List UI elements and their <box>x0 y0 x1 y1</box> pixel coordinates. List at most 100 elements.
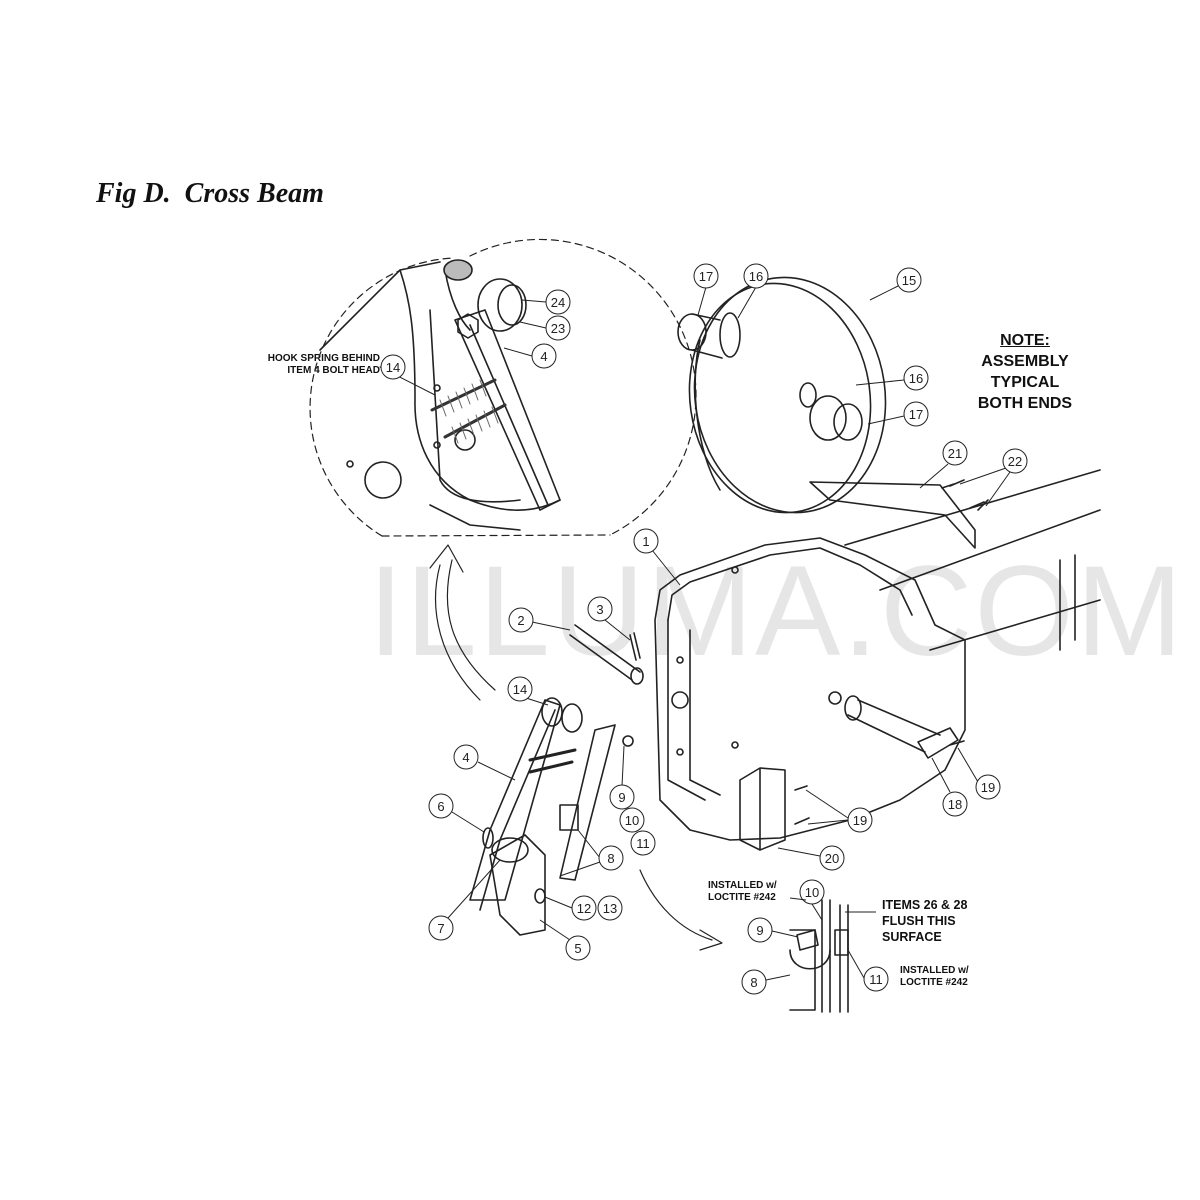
callout-11b: 11 <box>847 949 889 992</box>
detail-b-arrow-head <box>699 929 723 951</box>
note-heading: NOTE: <box>1000 332 1050 349</box>
callout-label: 13 <box>603 901 617 916</box>
callout-9b: 9 <box>747 917 799 943</box>
callout-16b: 16 <box>855 365 929 391</box>
callout-label: 22 <box>1008 454 1022 469</box>
callout-label: 6 <box>437 799 444 814</box>
label-line: LOCTITE #242 <box>900 976 968 988</box>
bolt-19 <box>949 740 965 746</box>
bolt-22 <box>941 479 965 489</box>
detail-arm-edge <box>469 324 549 506</box>
callout-label: 5 <box>574 941 581 956</box>
callout-label: 2 <box>517 613 524 628</box>
callout-label: 14 <box>386 360 400 375</box>
shaft-clamp-18 <box>917 727 959 759</box>
detail-plate <box>319 261 561 531</box>
callout-3: 3 <box>587 596 631 641</box>
pin-2 <box>569 624 641 681</box>
callout-label: 17 <box>909 407 923 422</box>
label-line: FLUSH THIS <box>882 914 956 928</box>
leader <box>789 897 807 901</box>
detail-circle-cut <box>381 534 611 537</box>
callout-22: 22 <box>959 448 1028 507</box>
callout-label: 12 <box>577 901 591 916</box>
callout-4a: 4 <box>503 343 557 369</box>
callout-label: 1 <box>642 534 649 549</box>
callout-14a: 14 <box>380 354 406 380</box>
detail-spring-coils <box>439 379 499 444</box>
callout-8a: 8 <box>559 829 624 877</box>
callout-label: 19 <box>853 813 867 828</box>
callout-7: 7 <box>428 859 501 941</box>
callout-label: 4 <box>540 349 547 364</box>
callout-label: 14 <box>513 682 527 697</box>
callouts: 17 16 15 16 17 24 23 4 14 21 22 1 2 3 14… <box>380 263 1028 995</box>
lever-assembly <box>469 697 634 936</box>
callout-label: 17 <box>699 269 713 284</box>
callout-1: 1 <box>633 528 681 586</box>
detail-hole-small <box>433 384 441 392</box>
callout-18: 18 <box>931 757 968 817</box>
callout-label: 18 <box>948 797 962 812</box>
callout-4b: 4 <box>453 744 516 781</box>
callout-label: 8 <box>607 851 614 866</box>
callout-14b: 14 <box>507 676 549 706</box>
watermark: ILLUMA.COM <box>368 540 1185 683</box>
installed-loctite-label-top: INSTALLED w/ LOCTITE #242 <box>708 880 803 903</box>
callout-label: 4 <box>462 750 469 765</box>
callout-12: 12 <box>544 895 597 921</box>
detail-hole-small <box>433 441 441 449</box>
callout-2: 2 <box>508 607 571 633</box>
callout-label: 10 <box>805 885 819 900</box>
callout-label: 20 <box>825 851 839 866</box>
shaft-end <box>844 695 862 721</box>
detail-bolt-head <box>457 313 479 339</box>
assembly-note: NOTE: ASSEMBLY TYPICAL BOTH ENDS <box>960 330 1090 414</box>
callout-label: 11 <box>636 836 650 851</box>
callout-label: 23 <box>551 321 565 336</box>
detail-b <box>789 899 849 1013</box>
callout-label: 24 <box>551 295 565 310</box>
detail-hole <box>364 461 402 499</box>
detail-circle-outline <box>309 238 697 537</box>
callout-label: 7 <box>437 921 444 936</box>
callout-label: 8 <box>750 975 757 990</box>
installed-loctite-label-bottom: INSTALLED w/ LOCTITE #242 <box>900 965 1000 988</box>
detail-arrow-head <box>429 544 464 573</box>
label-line: ITEMS 26 & 28 <box>882 898 968 912</box>
callout-17a: 17 <box>693 263 719 316</box>
callout-6: 6 <box>428 793 485 833</box>
callout-13: 13 <box>597 895 623 921</box>
detail-hole <box>454 429 476 451</box>
callout-23: 23 <box>519 315 571 341</box>
callout-24: 24 <box>521 289 571 315</box>
items-flush-label: ITEMS 26 & 28 FLUSH THIS SURFACE <box>882 897 992 945</box>
callout-10b: 10 <box>799 879 825 921</box>
detail-arrow-outer <box>434 564 481 701</box>
detail-b-arrow <box>639 869 713 941</box>
callout-9a: 9 <box>609 745 635 810</box>
pin-2-end <box>630 667 644 685</box>
callout-label: 11 <box>869 972 883 987</box>
callout-label: 19 <box>981 780 995 795</box>
detail-arrow <box>446 559 496 691</box>
hook-spring-label: HOOK SPRING BEHIND ITEM 4 BOLT HEAD <box>250 353 380 376</box>
bolt-19 <box>794 785 810 825</box>
cotter-pin-3 <box>629 632 641 661</box>
callout-5: 5 <box>539 919 591 961</box>
callout-10a: 10 <box>619 807 645 833</box>
callout-15: 15 <box>869 267 922 301</box>
end-plate-1 <box>654 537 966 841</box>
callout-label: 3 <box>596 602 603 617</box>
callout-17b: 17 <box>867 401 929 427</box>
callout-19b: 19 <box>805 789 873 833</box>
label-line: INSTALLED w/ <box>900 965 969 976</box>
detail-roller-core <box>443 259 473 281</box>
callout-label: 10 <box>625 813 639 828</box>
shaft <box>847 699 941 753</box>
figure-title: Fig D. Cross Beam <box>96 178 324 209</box>
callout-11a: 11 <box>630 830 656 856</box>
pad-20 <box>739 767 786 851</box>
cross-beam-tube <box>844 469 1101 651</box>
